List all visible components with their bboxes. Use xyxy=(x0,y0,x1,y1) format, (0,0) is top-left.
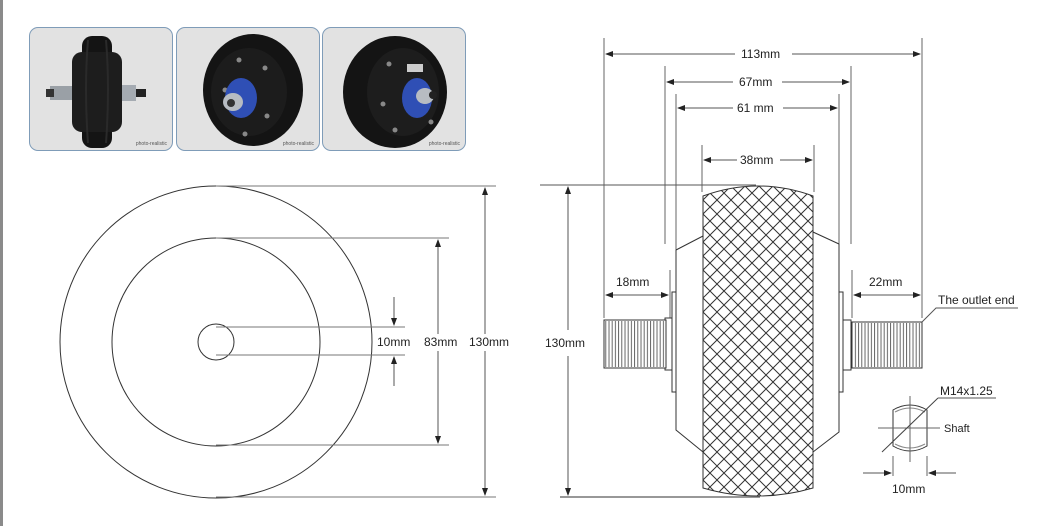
photo-caption: photo-realistic xyxy=(282,141,314,147)
height-label: 130mm xyxy=(545,336,585,350)
right-thread xyxy=(853,323,921,367)
body-width-label: 61 mm xyxy=(737,101,774,115)
outlet-end-label: The outlet end xyxy=(938,293,1015,307)
left-shaft-length-label: 18mm xyxy=(616,275,649,289)
overall-width-label: 113mm xyxy=(741,47,780,61)
page-left-border xyxy=(0,0,3,526)
photo-front-angle: photo-realistic xyxy=(176,27,320,151)
photo-caption: photo-realistic xyxy=(428,141,460,147)
photo-side-view: photo-realistic xyxy=(29,27,173,151)
wheel-front-photo xyxy=(203,34,303,146)
right-shaft-length-label: 22mm xyxy=(869,275,902,289)
photo-rear-angle: photo-realistic xyxy=(322,27,466,151)
shaft-diameter-label: 10mm xyxy=(377,335,410,349)
left-thread xyxy=(605,321,665,367)
hub-width-label: 67mm xyxy=(739,75,772,89)
hub-diameter-label: 83mm xyxy=(424,335,457,349)
flat-width-label: 10mm xyxy=(892,482,925,496)
shaft-circle xyxy=(197,323,235,361)
outer-tire-circle xyxy=(59,185,373,499)
front-view xyxy=(59,185,496,499)
photo-caption: photo-realistic xyxy=(135,141,167,147)
hub-circle xyxy=(111,237,321,447)
side-view xyxy=(540,38,1018,498)
wheel-rear-photo xyxy=(343,36,447,148)
outer-diameter-label: 130mm xyxy=(469,335,509,349)
shaft-section xyxy=(863,396,996,476)
shaft-label: Shaft xyxy=(944,423,970,435)
tire-body xyxy=(702,185,814,497)
wheel-side-photo xyxy=(46,36,146,148)
thread-spec-label: M14x1.25 xyxy=(940,384,993,398)
tire-width-label: 38mm xyxy=(740,153,773,167)
